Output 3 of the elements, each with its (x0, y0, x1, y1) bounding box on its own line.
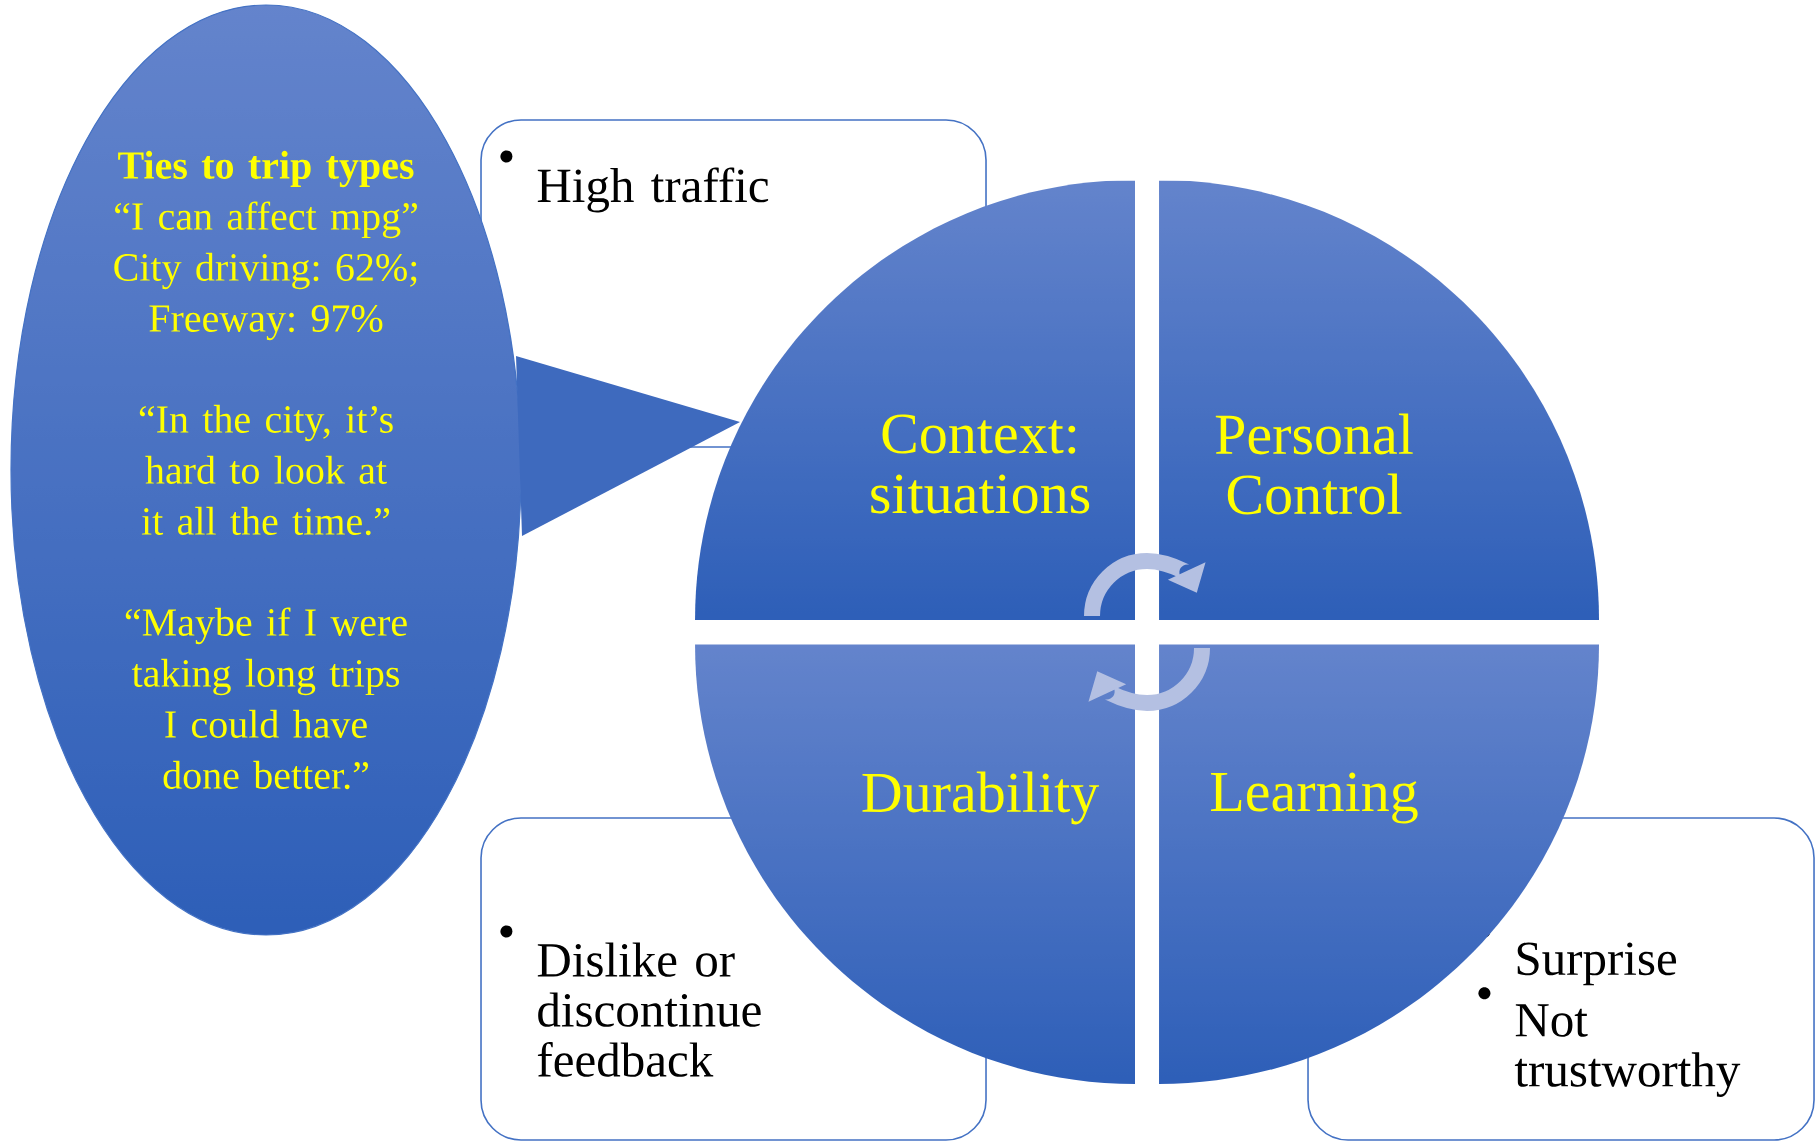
callout-pointer (516, 356, 740, 536)
quadrant: Personal Control (1215, 413, 1413, 515)
callout-bubble: Ties to trip types “I can affect mpg” City driving: 62%; Freeway: 97% “In the city, it’s hard to look at it all the time.” “Maybe if I were taking long trips I could have done better.” (10, 4, 522, 936)
